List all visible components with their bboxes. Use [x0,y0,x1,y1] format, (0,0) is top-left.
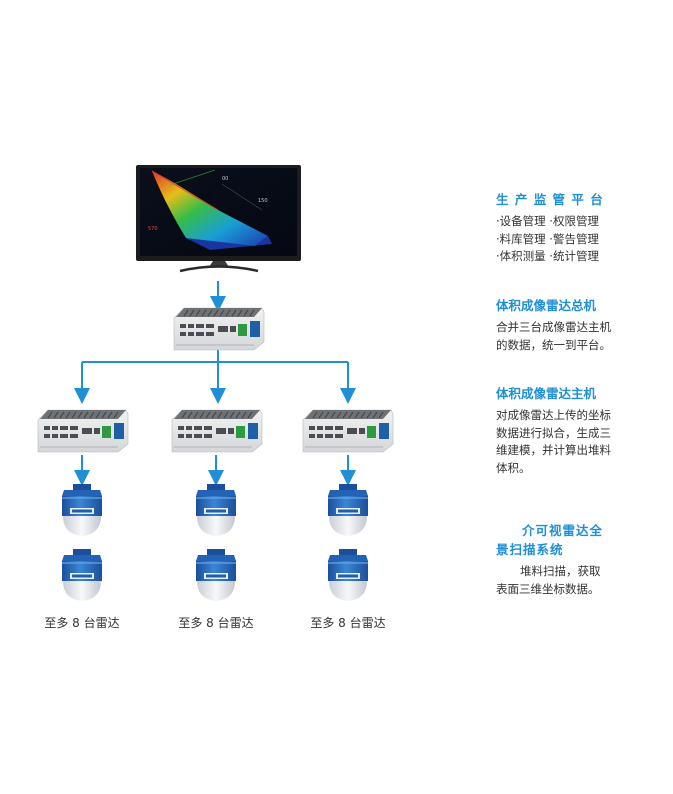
radar-1a [62,484,102,536]
panel-radar-line-2: 表面三维坐标数据。 [496,581,600,596]
connector-arrows [74,281,356,486]
master-host [173,307,265,351]
panel-master-line-2: 的数据，统一到平台。 [496,337,611,352]
panel-platform-line-3: ·体积测量 ·统计管理 [496,249,599,263]
monitor-base [179,265,259,273]
radar-host-3 [302,409,394,453]
radar-group-label-1: 至多 8 台雷达 [44,616,120,630]
panel-platform-line-1: ·设备管理 ·权限管理 [496,214,599,228]
panel-master-line-1: 合并三台成像雷达主机 [496,320,611,334]
panel-radar-line-1: 堆料扫描，获取 [520,564,601,578]
panel-radar-title-2: 景扫描系统 [496,542,564,557]
radar-1b [62,549,102,601]
panel-radar-title-1: 介可视雷达全 [522,523,604,538]
panel-platform-line-2: ·料库管理 ·警告管理 [496,231,599,246]
panel-radar: 介可视雷达全 景扫描系统 堆料扫描，获取 表面三维坐标数据。 [496,520,656,598]
panel-master-title: 体积成像雷达总机 [496,298,597,313]
panel-host: 体积成像雷达主机 对成像雷达上传的坐标 数据进行拟合，生成三 维建模，并计算出堆… [496,383,656,477]
radar-2b [196,549,236,601]
panel-host-line-3: 维建模，并计算出堆料 [496,443,611,457]
monitor-label-2: 150 [258,198,268,204]
panel-platform: 生 产 监 管 平 台 ·设备管理 ·权限管理 ·料库管理 ·警告管理 ·体积测… [496,189,656,266]
radar-3b [328,549,368,601]
radar-2a [196,484,236,536]
radar-host-1 [37,409,129,453]
panel-host-line-2: 数据进行拟合，生成三 [496,425,611,440]
radar-host-2 [171,409,263,453]
radar-3a [328,484,368,536]
radar-group-label-2: 至多 8 台雷达 [178,616,254,630]
panel-host-line-1: 对成像雷达上传的坐标 [496,408,611,422]
monitor: 00 150 570 [136,165,301,273]
radar-group-label-3: 至多 8 台雷达 [310,616,386,630]
panel-host-title: 体积成像雷达主机 [496,386,597,401]
panel-master: 体积成像雷达总机 合并三台成像雷达主机 的数据，统一到平台。 [496,295,656,354]
monitor-label-1: 00 [222,176,228,182]
point-cloud-visualization [151,169,272,250]
panel-host-line-4: 体积。 [496,460,531,475]
panel-platform-title: 生 产 监 管 平 台 [496,192,604,207]
monitor-label-3: 570 [148,226,158,232]
